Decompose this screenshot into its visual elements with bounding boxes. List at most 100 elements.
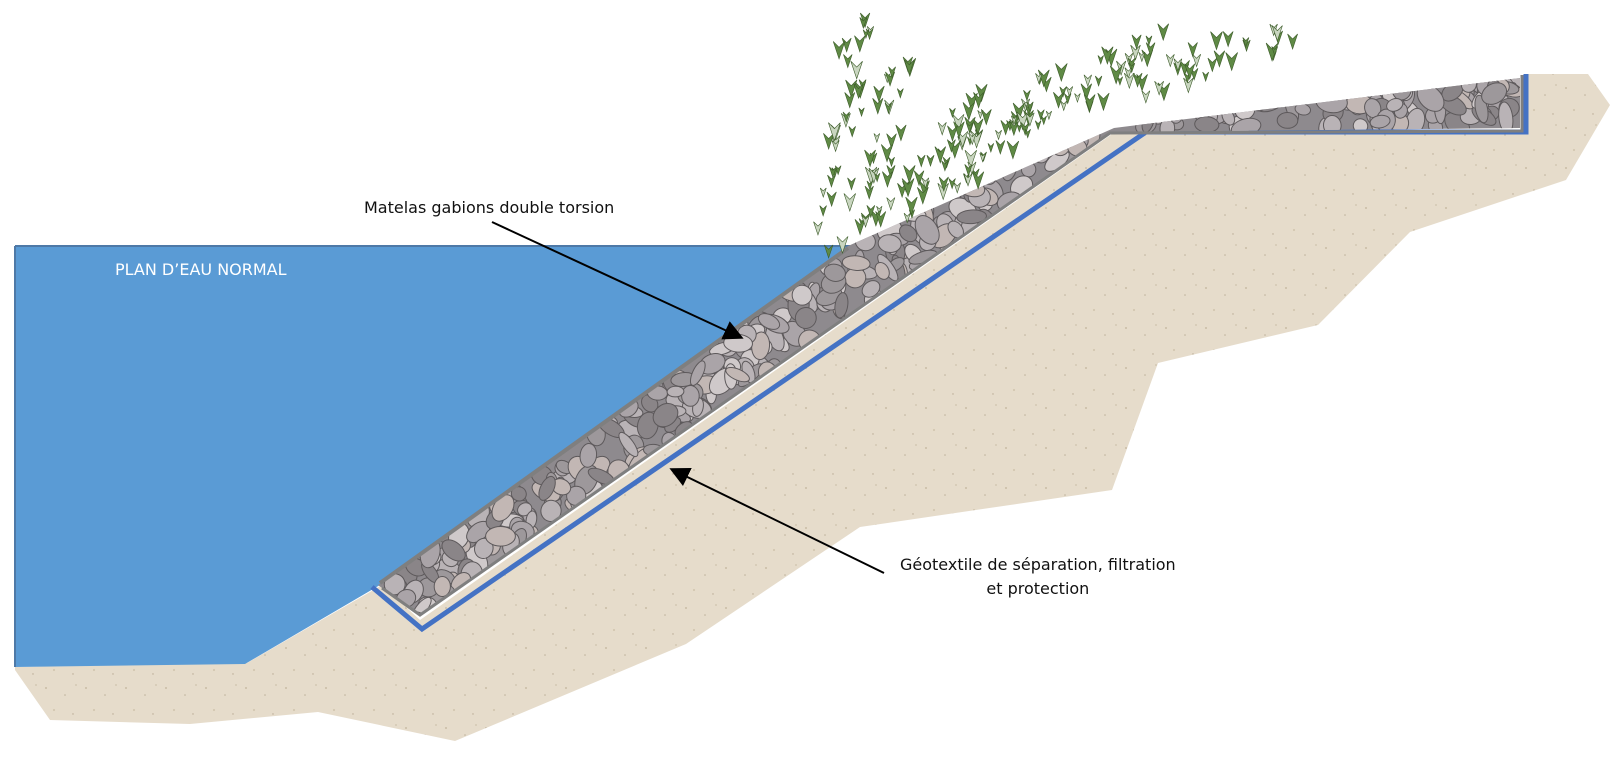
- stone-icon: [652, 402, 679, 428]
- plant-icon: [870, 209, 882, 227]
- plant-icon: [1059, 86, 1067, 98]
- plant-icon: [1040, 115, 1047, 126]
- plant-icon: [1141, 90, 1151, 104]
- plant-icon: [1083, 94, 1096, 112]
- stone-icon: [1114, 94, 1138, 120]
- stone-icon: [980, 139, 994, 162]
- plant-icon: [972, 171, 985, 190]
- plant-icon: [864, 185, 874, 200]
- plant-icon: [1097, 92, 1110, 112]
- stone-icon: [1186, 91, 1207, 110]
- plant-icon: [853, 83, 864, 100]
- plant-icon: [873, 133, 881, 144]
- plant-icon: [941, 160, 949, 172]
- plant-icon: [829, 166, 837, 179]
- plant-icon: [864, 149, 876, 168]
- stone-icon: [794, 307, 817, 329]
- plant-icon: [1242, 37, 1250, 48]
- plant-icon: [842, 111, 850, 123]
- plant-icon: [866, 180, 874, 191]
- plant-icon: [875, 211, 887, 228]
- plant-icon: [824, 244, 834, 259]
- stone-icon: [914, 215, 940, 245]
- plant-icon: [1225, 52, 1238, 72]
- stone-icon: [1064, 116, 1095, 129]
- plant-icon: [1271, 46, 1278, 57]
- plant-icon: [854, 219, 866, 236]
- plant-icon: [819, 205, 827, 217]
- plant-icon: [868, 167, 880, 184]
- stone-icon: [1369, 114, 1391, 129]
- plant-icon: [832, 41, 846, 60]
- stone-icon: [1262, 84, 1283, 99]
- plant-icon: [1074, 93, 1081, 104]
- plant-icon: [1131, 34, 1142, 50]
- plant-icon: [843, 193, 856, 212]
- plant-icon: [1060, 100, 1068, 112]
- plant-icon: [886, 133, 897, 150]
- stone-icon: [757, 313, 781, 330]
- plant-icon: [1184, 63, 1196, 80]
- plant-icon: [965, 122, 973, 134]
- stone-icon: [1277, 88, 1294, 107]
- stone-icon: [834, 292, 849, 319]
- plant-icon: [903, 212, 911, 224]
- plant-icon: [880, 144, 894, 163]
- stone-icon: [1280, 78, 1308, 95]
- plant-icon: [901, 178, 915, 198]
- plant-icon: [917, 154, 926, 168]
- water-body: [15, 246, 850, 667]
- plant-icon: [995, 129, 1002, 141]
- stone-icon: [1294, 85, 1315, 99]
- plant-icon: [847, 177, 856, 191]
- plant-icon: [987, 143, 995, 154]
- plant-icon: [1016, 123, 1023, 133]
- stone-icon: [441, 539, 466, 562]
- stone-icon: [977, 155, 1005, 176]
- plant-icon: [1145, 42, 1156, 57]
- plant-icon: [1064, 93, 1072, 105]
- gabion-mattress-label: Matelas gabions double torsion: [364, 198, 615, 217]
- plant-icon: [1179, 60, 1190, 77]
- plant-icon: [844, 92, 856, 109]
- plant-icon: [850, 61, 863, 80]
- plant-icon: [926, 155, 935, 167]
- plant-icon: [843, 54, 853, 69]
- stone-icon: [1386, 98, 1404, 112]
- plant-icon: [1124, 67, 1133, 80]
- plant-icon: [953, 121, 965, 139]
- plant-icon: [1124, 72, 1135, 90]
- plant-icon: [886, 197, 896, 211]
- plant-icon: [1271, 25, 1283, 42]
- plant-icon: [1183, 77, 1194, 94]
- plant-icon: [884, 102, 892, 114]
- stone-icon: [1298, 83, 1314, 100]
- plant-icon: [1145, 35, 1153, 46]
- plant-icon: [1037, 109, 1045, 121]
- plant-icon: [1008, 121, 1019, 137]
- stone-icon: [1048, 127, 1072, 157]
- stone-icon: [1265, 96, 1288, 109]
- plant-icon: [1094, 75, 1103, 87]
- stone-icon: [1481, 82, 1508, 105]
- plant-icon: [1187, 42, 1198, 58]
- stone-icon: [874, 261, 890, 280]
- plant-icon: [866, 205, 876, 219]
- plant-icon: [917, 187, 929, 205]
- plant-icon: [896, 88, 904, 99]
- plant-icon: [886, 165, 896, 179]
- plant-icon: [1026, 101, 1034, 113]
- plant-icon: [827, 174, 836, 188]
- stone-icon: [1090, 93, 1123, 113]
- stone-icon: [1068, 116, 1087, 135]
- plant-icon: [1023, 90, 1031, 102]
- plant-icon: [947, 125, 958, 142]
- plant-icon: [963, 173, 973, 187]
- stone-icon: [1007, 140, 1027, 161]
- plant-icon: [973, 92, 985, 109]
- plant-icon: [934, 146, 946, 164]
- plant-icon: [1012, 102, 1026, 122]
- plant-icon: [1083, 74, 1092, 88]
- stone-icon: [579, 443, 598, 468]
- stone-icon: [1212, 89, 1236, 103]
